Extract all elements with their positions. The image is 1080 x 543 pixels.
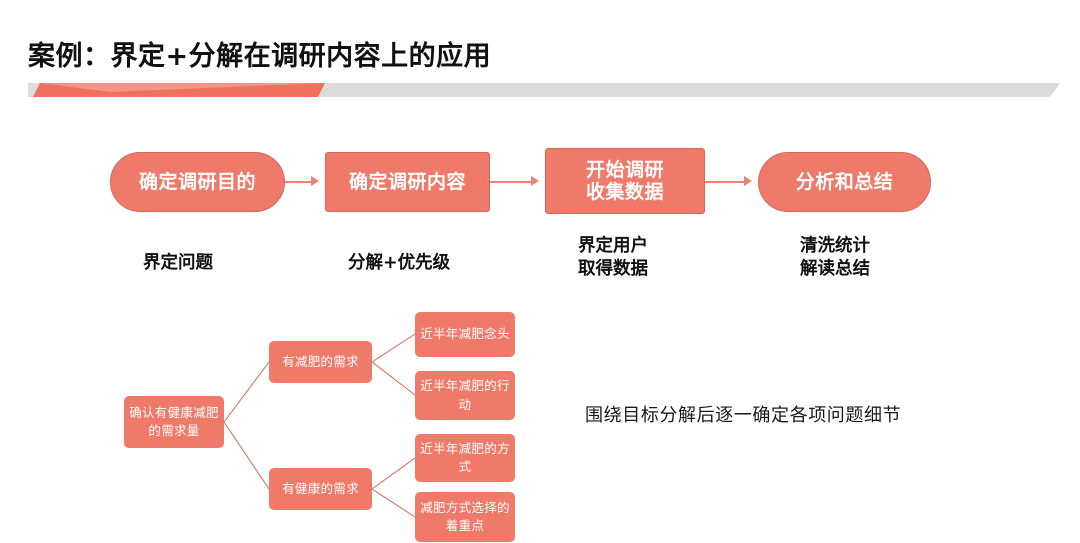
tree-leaf-node-1[interactable]: 近半年减肥念头 <box>415 312 515 357</box>
page-title: 案例：界定+分解在调研内容上的应用 <box>28 41 492 72</box>
tree-root-node[interactable]: 确认有健康减肥的需求量 <box>124 396 224 448</box>
tree-branch-node-1[interactable]: 有减肥的需求 <box>269 341 372 383</box>
process-caption-3: 界定用户 取得数据 <box>578 236 648 280</box>
accent-bar-highlight-shape <box>40 83 325 92</box>
tree-line-branch-2-to-leaf-4 <box>371 488 416 518</box>
tree-branch-node-2[interactable]: 有健康的需求 <box>269 468 372 510</box>
process-caption-1: 界定问题 <box>143 253 213 273</box>
tree-line-root-to-branch-2 <box>223 421 270 490</box>
tree-line-branch-1-to-leaf-1 <box>371 333 416 363</box>
process-connector-line-3 <box>705 181 744 183</box>
tree-leaf-node-3[interactable]: 近半年减肥的方式 <box>415 434 515 482</box>
process-connector-line-2 <box>490 181 531 183</box>
process-caption-2: 分解+优先级 <box>348 253 451 273</box>
process-caption-4: 清洗统计 解读总结 <box>800 236 870 280</box>
tree-line-root-to-branch-1 <box>223 361 270 423</box>
decorative-accent-bar <box>28 83 1060 97</box>
process-step-4[interactable]: 分析和总结 <box>758 152 931 212</box>
tree-line-branch-2-to-leaf-3 <box>371 457 416 490</box>
process-arrow-icon-2 <box>531 176 539 186</box>
tree-line-branch-1-to-leaf-2 <box>371 361 416 396</box>
process-step-1[interactable]: 确定调研目的 <box>110 152 285 212</box>
tree-leaf-node-2[interactable]: 近半年减肥的行动 <box>415 371 515 420</box>
process-step-3[interactable]: 开始调研 收集数据 <box>545 148 705 214</box>
process-arrow-icon-1 <box>311 176 319 186</box>
process-step-2[interactable]: 确定调研内容 <box>325 152 490 212</box>
process-connector-line-1 <box>285 181 311 183</box>
process-arrow-icon-3 <box>744 176 752 186</box>
tree-leaf-node-4[interactable]: 减肥方式选择的着重点 <box>415 492 515 542</box>
side-note-text: 围绕目标分解后逐一确定各项问题细节 <box>585 405 902 426</box>
